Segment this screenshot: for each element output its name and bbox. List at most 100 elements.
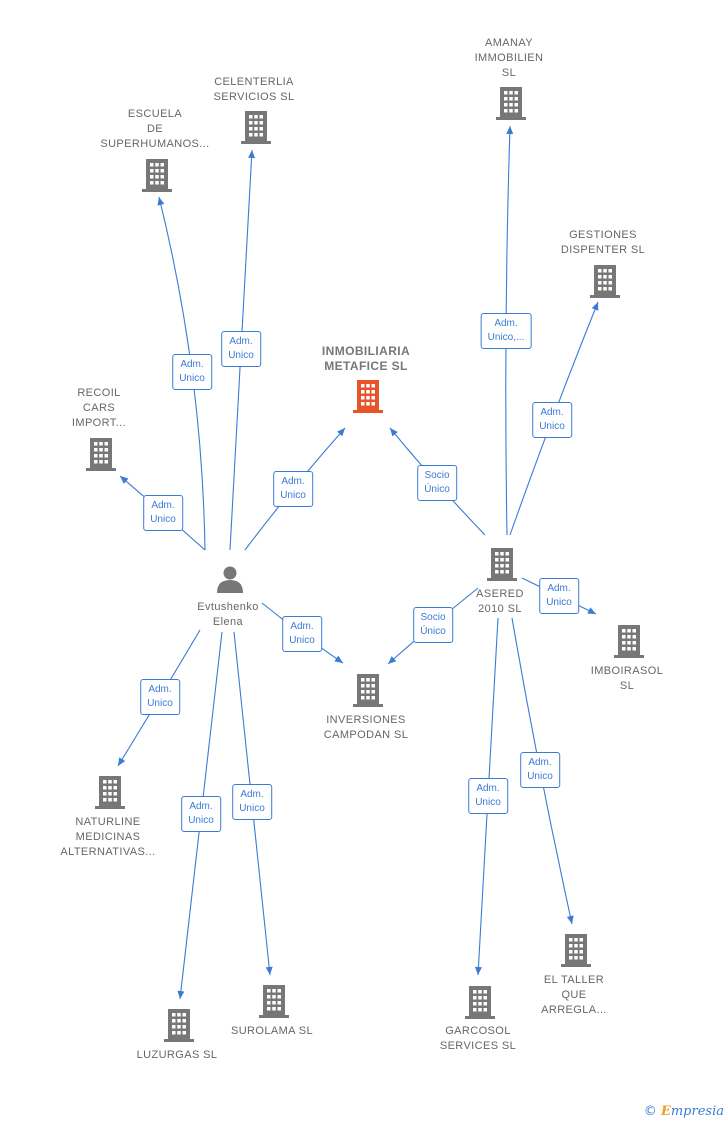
relation-label-asered-taller[interactable]: Adm.Unico	[520, 752, 560, 788]
building-icon[interactable]	[487, 548, 517, 581]
node-label-line: INVERSIONES	[326, 714, 406, 726]
node-label-line: INMOBILIARIA	[321, 344, 411, 358]
building-icon[interactable]	[259, 985, 289, 1018]
arrow-head-icon	[506, 126, 514, 135]
relation-label-evtushenko-surolama[interactable]: Adm. Unico	[232, 784, 272, 820]
relation-label-evtushenko-inmobiliaria[interactable]: Adm. Unico	[273, 471, 313, 507]
node-label-line: LUZURGAS SL	[136, 1049, 218, 1061]
node-label-line: GESTIONES	[569, 229, 637, 241]
node-label-line: IMBOIRASOL	[590, 665, 664, 677]
relation-label-line: Único	[420, 626, 446, 637]
node-label-line: RECOIL	[77, 387, 121, 399]
relation-label-asered-garcosol[interactable]: Adm. Unico	[468, 778, 508, 814]
relation-label-evtushenko-escuela[interactable]: Adm. Unico	[172, 354, 212, 390]
relation-label-line: Unico	[539, 421, 565, 432]
person-icon[interactable]	[217, 566, 243, 594]
relation-label-line: Adm.	[151, 500, 175, 511]
empresia-brand[interactable]: © Empresia	[644, 1104, 724, 1119]
relation-label-line: Socio	[420, 612, 446, 623]
arrow-head-icon	[177, 990, 185, 999]
relation-label-line: Unico	[147, 698, 173, 709]
node-label-line: ASERED	[476, 588, 524, 600]
building-icon[interactable]	[496, 87, 526, 120]
relation-label-evtushenko-luzurgas[interactable]: Adm. Unico	[181, 796, 221, 832]
relation-label-line: Adm.	[189, 801, 213, 812]
building-icon[interactable]	[86, 438, 116, 471]
node-label-line: SERVICES SL	[439, 1040, 517, 1052]
relation-label-line: Adm.	[476, 783, 500, 794]
arrow-head-icon	[566, 915, 574, 924]
arrow-head-icon	[265, 966, 273, 975]
relation-label-line: Adm.	[281, 476, 305, 487]
relation-label-line: Adm.	[148, 684, 172, 695]
relation-label-line: Unico	[150, 514, 176, 525]
building-icon[interactable]	[241, 111, 271, 144]
node-label-line: IMMOBILIEN	[474, 52, 544, 64]
relation-label-line: Adm.	[290, 621, 314, 632]
node-label-luzurgas[interactable]: LUZURGAS SL	[137, 1048, 218, 1063]
node-label-line: 2010 SL	[478, 603, 522, 615]
building-icon[interactable]	[353, 674, 383, 707]
building-icon[interactable]	[590, 265, 620, 298]
brand-name: mpresia	[670, 1104, 724, 1119]
relation-label-line: Único	[424, 484, 450, 495]
relation-label-line: Adm.	[494, 318, 518, 329]
relation-label-line: Unico,...	[487, 332, 525, 343]
relation-label-asered-amanay[interactable]: Adm. Unico,...	[480, 313, 532, 349]
relation-label-line: Unico	[188, 815, 214, 826]
node-label-line: MEDICINAS	[75, 831, 141, 843]
node-label-garcosol[interactable]: GARCOSOL SERVICES SL	[440, 1024, 516, 1054]
node-label-line: CARS	[82, 402, 116, 414]
copyright-icon: ©	[643, 1104, 657, 1119]
node-label-inversiones[interactable]: INVERSIONES CAMPODAN SL	[324, 713, 408, 743]
node-label-asered[interactable]: ASERED 2010 SL	[476, 587, 524, 617]
building-icon[interactable]	[353, 380, 383, 413]
node-label-line: IMPORT...	[71, 417, 127, 429]
relation-label-asered-imboirasol[interactable]: Adm.Unico	[539, 578, 579, 614]
relation-label-evtushenko-inversiones[interactable]: Adm.Unico	[282, 616, 322, 652]
node-label-surolama[interactable]: SUROLAMA SL	[231, 1024, 313, 1039]
node-label-line: ESCUELA	[127, 108, 183, 120]
relation-label-line: Unico	[475, 797, 501, 808]
node-label-imboirasol[interactable]: IMBOIRASOL SL	[591, 664, 663, 694]
arrow-head-icon	[118, 757, 126, 766]
building-icon[interactable]	[95, 776, 125, 809]
relation-label-line: Unico	[179, 373, 205, 384]
node-label-line: SL	[619, 680, 635, 692]
relation-label-line: Adm.	[528, 757, 552, 768]
node-label-recoil[interactable]: RECOIL CARS IMPORT...	[72, 386, 126, 431]
node-label-line: Evtushenko	[197, 601, 259, 613]
relation-label-line: Adm.	[229, 336, 253, 347]
relation-label-evtushenko-naturline[interactable]: Adm. Unico	[140, 679, 180, 715]
building-icon[interactable]	[561, 934, 591, 967]
node-label-line: SUPERHUMANOS...	[100, 138, 210, 150]
node-label-line: CELENTERLIA	[214, 76, 294, 88]
relation-label-evtushenko-recoil[interactable]: Adm. Unico	[143, 495, 183, 531]
node-label-line: CAMPODAN SL	[323, 729, 409, 741]
node-label-line: SL	[501, 67, 517, 79]
arrow-head-icon	[120, 476, 129, 484]
node-label-line: GARCOSOL	[445, 1025, 511, 1037]
relation-label-line: Adm.	[240, 789, 264, 800]
relation-label-asered-gestiones[interactable]: Adm.Unico	[532, 402, 572, 438]
relation-label-line: Adm.	[180, 359, 204, 370]
relation-label-line: Unico	[228, 350, 254, 361]
building-icon[interactable]	[465, 986, 495, 1019]
relation-label-line: Unico	[239, 803, 265, 814]
building-icon[interactable]	[142, 159, 172, 192]
relation-label-line: Unico	[280, 490, 306, 501]
relation-label-evtushenko-celenterlia[interactable]: Adm. Unico	[221, 331, 261, 367]
building-icon[interactable]	[164, 1009, 194, 1042]
building-icon[interactable]	[614, 625, 644, 658]
